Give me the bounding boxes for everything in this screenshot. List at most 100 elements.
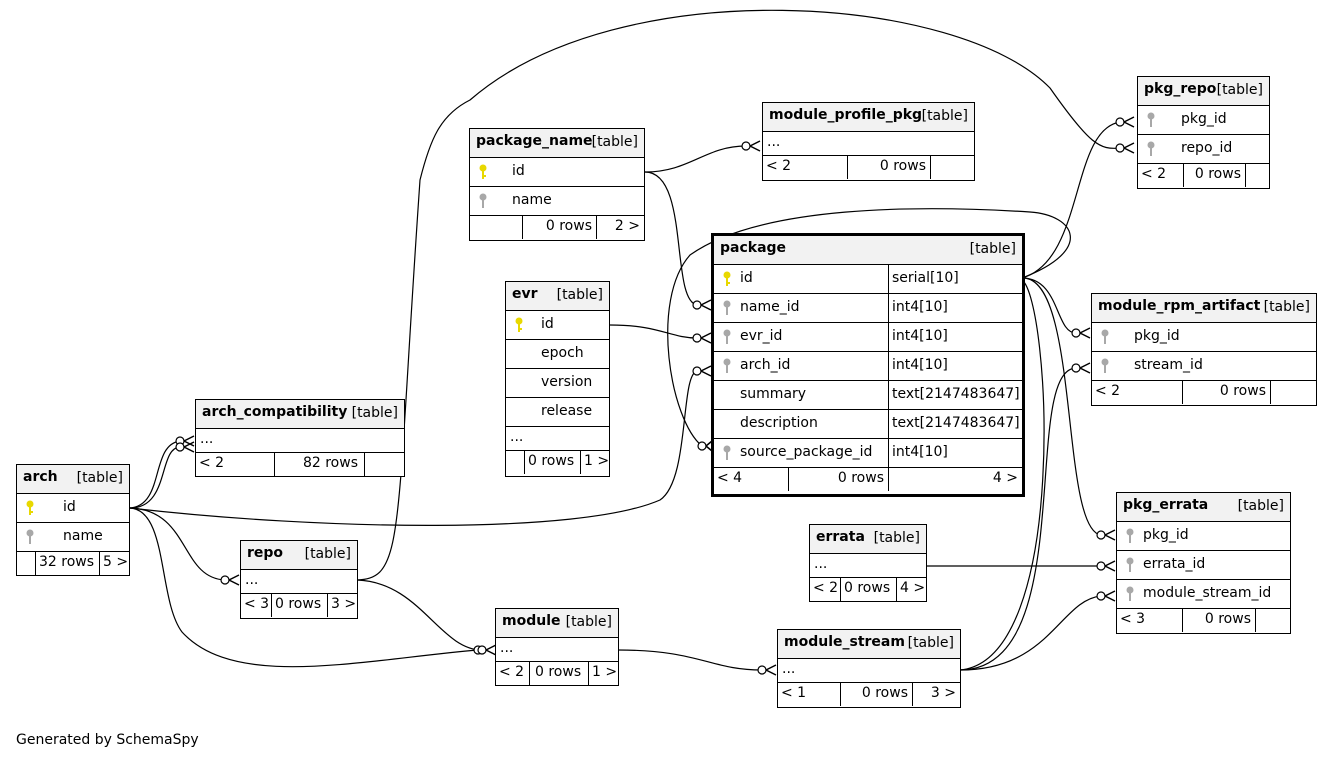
crow-feet [183, 116, 1135, 676]
parents-count[interactable]: < 4 [717, 470, 743, 486]
table-module[interactable]: module[table] ... < 2 0 rows 1 > [495, 608, 619, 686]
parents-count[interactable]: < 2 [1095, 383, 1121, 399]
table-pkg-repo[interactable]: pkg_repo[table] pkg_id repo_id < 2 0 row… [1137, 76, 1270, 189]
table-name: pkg_repo [1144, 81, 1217, 97]
column-name: description [740, 415, 818, 431]
column-row[interactable]: errata_id [1117, 551, 1290, 580]
edge-package-self [667, 208, 1071, 447]
column-name: id [63, 499, 76, 515]
row-count: 0 rows [275, 596, 322, 612]
generated-by-footer: Generated by SchemaSpy [16, 732, 199, 748]
parents-count[interactable]: < 2 [766, 158, 792, 174]
children-count[interactable]: 2 > [614, 218, 640, 234]
row-count: 0 rows [861, 685, 908, 701]
table-package-name[interactable]: package_name[table] id name 0 rows 2 > [469, 128, 645, 241]
table-module-stream[interactable]: module_stream[table] ... < 1 0 rows 3 > [777, 629, 961, 708]
children-count[interactable]: 5 > [103, 554, 129, 570]
parents-count[interactable]: < 2 [499, 664, 525, 680]
primary-key-icon [515, 317, 523, 332]
foreign-key-icon [1126, 528, 1134, 543]
edge-module-module-stream [617, 649, 763, 671]
children-count[interactable]: 1 > [592, 664, 618, 680]
column-row[interactable]: pkg_id [1138, 106, 1269, 135]
primary-key-icon [26, 500, 34, 515]
table-type: [table] [1216, 82, 1263, 98]
table-name: arch_compatibility [202, 404, 348, 420]
foreign-key-icon [723, 329, 731, 344]
table-arch-compatibility[interactable]: arch_compatibility[table] ... < 2 82 row… [195, 399, 405, 477]
parents-count[interactable]: < 3 [244, 596, 270, 612]
column-name: name [512, 192, 552, 208]
table-errata[interactable]: errata[table] ... < 2 0 rows 4 > [809, 524, 927, 602]
children-count[interactable]: 1 > [584, 453, 610, 469]
column-row[interactable]: source_package_id int4[10] [714, 439, 1022, 468]
edge-repo-pkg-repo [356, 9, 1121, 581]
table-arch[interactable]: arch[table] id name 32 rows 5 > [16, 464, 130, 576]
column-row[interactable]: stream_id [1092, 352, 1316, 381]
column-row[interactable]: id [17, 494, 129, 523]
column-row[interactable]: repo_id [1138, 135, 1269, 164]
table-type: [table] [1263, 299, 1310, 315]
column-row[interactable]: id [470, 158, 644, 187]
edge-package-module-rpm-artifact [1021, 277, 1077, 334]
column-name: epoch [541, 345, 584, 361]
children-count[interactable]: 4 > [992, 470, 1018, 486]
column-row[interactable]: id [506, 311, 609, 340]
row-count: 0 rows [528, 453, 575, 469]
table-name: package_name [476, 133, 593, 149]
column-name: name [63, 528, 103, 544]
parents-count[interactable]: < 2 [813, 580, 839, 596]
column-row[interactable]: release [506, 398, 609, 427]
table-evr[interactable]: evr[table] id epoch version release ... … [505, 281, 610, 477]
column-name: pkg_id [1181, 111, 1227, 127]
edge-arch-module [129, 507, 479, 668]
column-name: release [541, 403, 593, 419]
column-name: pkg_id [1143, 527, 1189, 543]
column-row[interactable]: name [17, 523, 129, 552]
primary-key-icon [479, 164, 487, 179]
table-type: [table] [76, 470, 123, 486]
column-name: source_package_id [740, 444, 873, 460]
edge-repo-module [356, 579, 483, 651]
parents-count[interactable]: < 1 [781, 685, 807, 701]
table-name: package [720, 240, 787, 256]
table-module-profile-pkg[interactable]: module_profile_pkg[table] ... < 2 0 rows [762, 102, 975, 181]
children-count[interactable]: 4 > [900, 580, 926, 596]
column-row[interactable]: module_stream_id [1117, 580, 1290, 609]
column-row[interactable]: version [506, 369, 609, 398]
table-name: errata [816, 529, 865, 545]
foreign-key-icon [26, 529, 34, 544]
row-count: 0 rows [879, 158, 926, 174]
table-pkg-errata[interactable]: pkg_errata[table] pkg_id errata_id modul… [1116, 492, 1291, 634]
row-count: 0 rows [837, 470, 884, 486]
foreign-key-icon [1147, 112, 1155, 127]
table-type: [table] [907, 635, 954, 651]
parents-count[interactable]: < 2 [1141, 166, 1167, 182]
table-type: [table] [565, 614, 612, 630]
column-name: name_id [740, 299, 800, 315]
children-count[interactable]: 3 > [930, 685, 956, 701]
column-row[interactable]: pkg_id [1117, 522, 1290, 551]
column-type: serial[10] [892, 270, 959, 286]
column-type: int4[10] [892, 444, 948, 460]
table-module-rpm-artifact[interactable]: module_rpm_artifact[table] pkg_id stream… [1091, 293, 1317, 406]
edge-arch-arch-compatibility-1 [129, 440, 181, 509]
column-type: int4[10] [892, 328, 948, 344]
row-count: 0 rows [1204, 611, 1251, 627]
table-name: module_stream [784, 634, 905, 650]
parents-count[interactable]: < 2 [199, 455, 225, 471]
column-row[interactable]: name [470, 187, 644, 216]
foreign-key-icon [723, 358, 731, 373]
column-row[interactable]: epoch [506, 340, 609, 369]
column-row[interactable]: pkg_id [1092, 323, 1316, 352]
table-repo[interactable]: repo[table] ... < 3 0 rows 3 > [240, 540, 358, 619]
children-count[interactable]: 3 > [331, 596, 357, 612]
parents-count[interactable]: < 3 [1120, 611, 1146, 627]
